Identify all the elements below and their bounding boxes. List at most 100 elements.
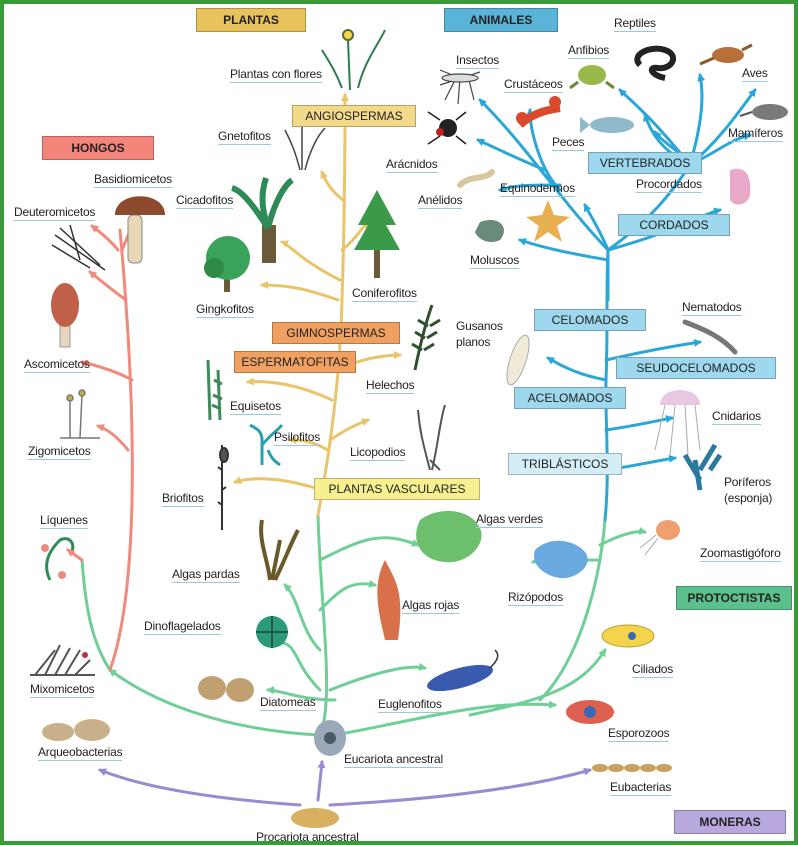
label-eubacterias: Eubacterias (610, 780, 671, 796)
spider-icon (428, 112, 466, 144)
label-peces: Peces (552, 135, 584, 151)
lichen-icon (41, 539, 73, 580)
label-dinoflagelados: Dinoflagelados (144, 619, 221, 635)
label-diatomeas: Diatomeas (260, 695, 316, 711)
brown-algae-icon (261, 520, 298, 580)
label-moluscos: Moluscos (470, 253, 519, 269)
red-algae-icon (377, 560, 400, 640)
frog-icon (570, 65, 614, 88)
label-liquenes: Líquenes (40, 513, 88, 529)
euglena-icon (425, 650, 498, 696)
paramecium-icon (602, 625, 654, 647)
label-nematodos: Nematodos (682, 300, 742, 316)
label-procariota-ancestral: Procariota ancestral (256, 830, 359, 844)
label-helechos: Helechos (366, 378, 414, 394)
label-equisetos: Equisetos (230, 399, 281, 415)
label-procordados: Procordados (636, 177, 702, 193)
label-briofitos: Briofitos (162, 491, 204, 507)
label-zigomicetos: Zigomicetos (28, 444, 91, 460)
kingdom-hongos: HONGOS (42, 136, 154, 160)
label-insectos: Insectos (456, 53, 499, 69)
ginkgo-icon (204, 236, 250, 292)
slime-mold-icon (30, 645, 95, 675)
label-algas-verdes: Algas verdes (476, 512, 543, 528)
kingdom-animales: ANIMALES (444, 8, 558, 32)
amoeba-icon (534, 541, 588, 578)
conifer-icon (354, 190, 400, 278)
label-euglenofitos: Euglenofitos (378, 697, 442, 713)
prokaryote-cell-icon (291, 808, 339, 828)
label-plantas-con-flores: Plantas con flores (230, 67, 322, 83)
label-rizopodos: Rizópodos (508, 590, 563, 606)
flagellate-icon (640, 520, 680, 555)
mammal-icon (740, 104, 788, 120)
label-reptiles: Reptiles (614, 16, 656, 32)
group-vertebrados: VERTEBRADOS (588, 152, 702, 174)
lobster-icon (516, 96, 561, 125)
kingdom-plantas: PLANTAS (196, 8, 306, 32)
label-eucariota-ancestral: Eucariota ancestral (344, 752, 443, 768)
mosquito-icon (440, 70, 480, 104)
moss-icon (218, 445, 228, 530)
label-cicadofitos: Cicadofitos (176, 193, 233, 209)
tunicate-icon (730, 169, 750, 205)
monera-branches (100, 762, 590, 805)
group-angiospermas: ANGIOSPERMAS (292, 105, 416, 127)
group-seudocelomados: SEUDOCELOMADOS (616, 357, 776, 379)
sporozoan-icon (566, 700, 614, 724)
label-zoomastigoforo: Zoomastigóforo (700, 546, 781, 562)
label-gusanos-planos: Gusanos planos (456, 318, 512, 350)
label-algas-rojas: Algas rojas (402, 598, 459, 614)
clubmoss-icon (418, 405, 445, 470)
group-gimnospermas: GIMNOSPERMAS (272, 322, 400, 344)
group-plantas-vasculares: PLANTAS VASCULARES (314, 478, 480, 500)
label-cnidarios: Cnidarios (712, 409, 761, 425)
label-coniferofitos: Coniferofitos (352, 286, 417, 302)
label-aves: Aves (742, 66, 768, 82)
eukaryote-cell-icon (314, 720, 346, 756)
group-cordados: CORDADOS (618, 214, 730, 236)
fish-icon (580, 117, 634, 133)
archaea-icon (42, 719, 110, 741)
worm-icon (460, 172, 492, 185)
sponge-icon (685, 445, 720, 490)
flowering-plant-icon (322, 30, 385, 90)
group-acelomados: ACELOMADOS (514, 387, 626, 409)
label-mixomicetos: Mixomicetos (30, 682, 94, 698)
label-gingkofitos: Gingkofitos (196, 302, 254, 318)
zygomycete-icon (60, 390, 100, 438)
bird-icon (700, 45, 752, 64)
label-aracnidos: Arácnidos (386, 157, 438, 173)
label-arqueobacterias: Arqueobacterias (38, 745, 122, 761)
kingdom-protoctistas: PROTOCTISTAS (676, 586, 792, 610)
snail-icon (475, 220, 504, 242)
group-celomados: CELOMADOS (534, 309, 646, 331)
label-crustaceos: Crustáceos (504, 77, 563, 93)
snake-icon (637, 49, 673, 78)
jellyfish-icon (655, 390, 700, 455)
label-deuteromicetos: Deuteromicetos (14, 205, 95, 221)
starfish-icon (526, 200, 570, 242)
dinoflagellate-icon (256, 616, 288, 648)
label-basidiomicetos: Basidiomicetos (94, 172, 172, 188)
nematode-icon (685, 322, 735, 352)
label-psilofitos: Psilofitos (274, 430, 320, 446)
horsetail-icon (208, 360, 222, 420)
fern-icon (412, 305, 440, 370)
label-poriferos: Poríferos (esponja) (724, 474, 794, 506)
label-anfibios: Anfibios (568, 43, 609, 59)
label-mamiferos: Mamíferos (728, 126, 783, 142)
label-ciliados: Ciliados (632, 662, 673, 678)
gnetophyte-icon (285, 125, 325, 170)
label-anelidos: Anélidos (418, 193, 462, 209)
kingdom-moneras: MONERAS (674, 810, 786, 834)
label-gnetofitos: Gnetofitos (218, 129, 271, 145)
group-triblasticos: TRIBLÁSTICOS (508, 453, 622, 475)
label-esporozoos: Esporozoos (608, 726, 669, 742)
bacteria-chain-icon (592, 764, 672, 772)
label-ascomicetos: Ascomicetos (24, 357, 90, 373)
label-equinodermos: Equinodermos (500, 181, 575, 197)
label-licopodios: Licopodios (350, 445, 405, 461)
diatom-icon (198, 676, 254, 702)
group-espermatofitas: ESPERMATOFITAS (234, 351, 356, 373)
